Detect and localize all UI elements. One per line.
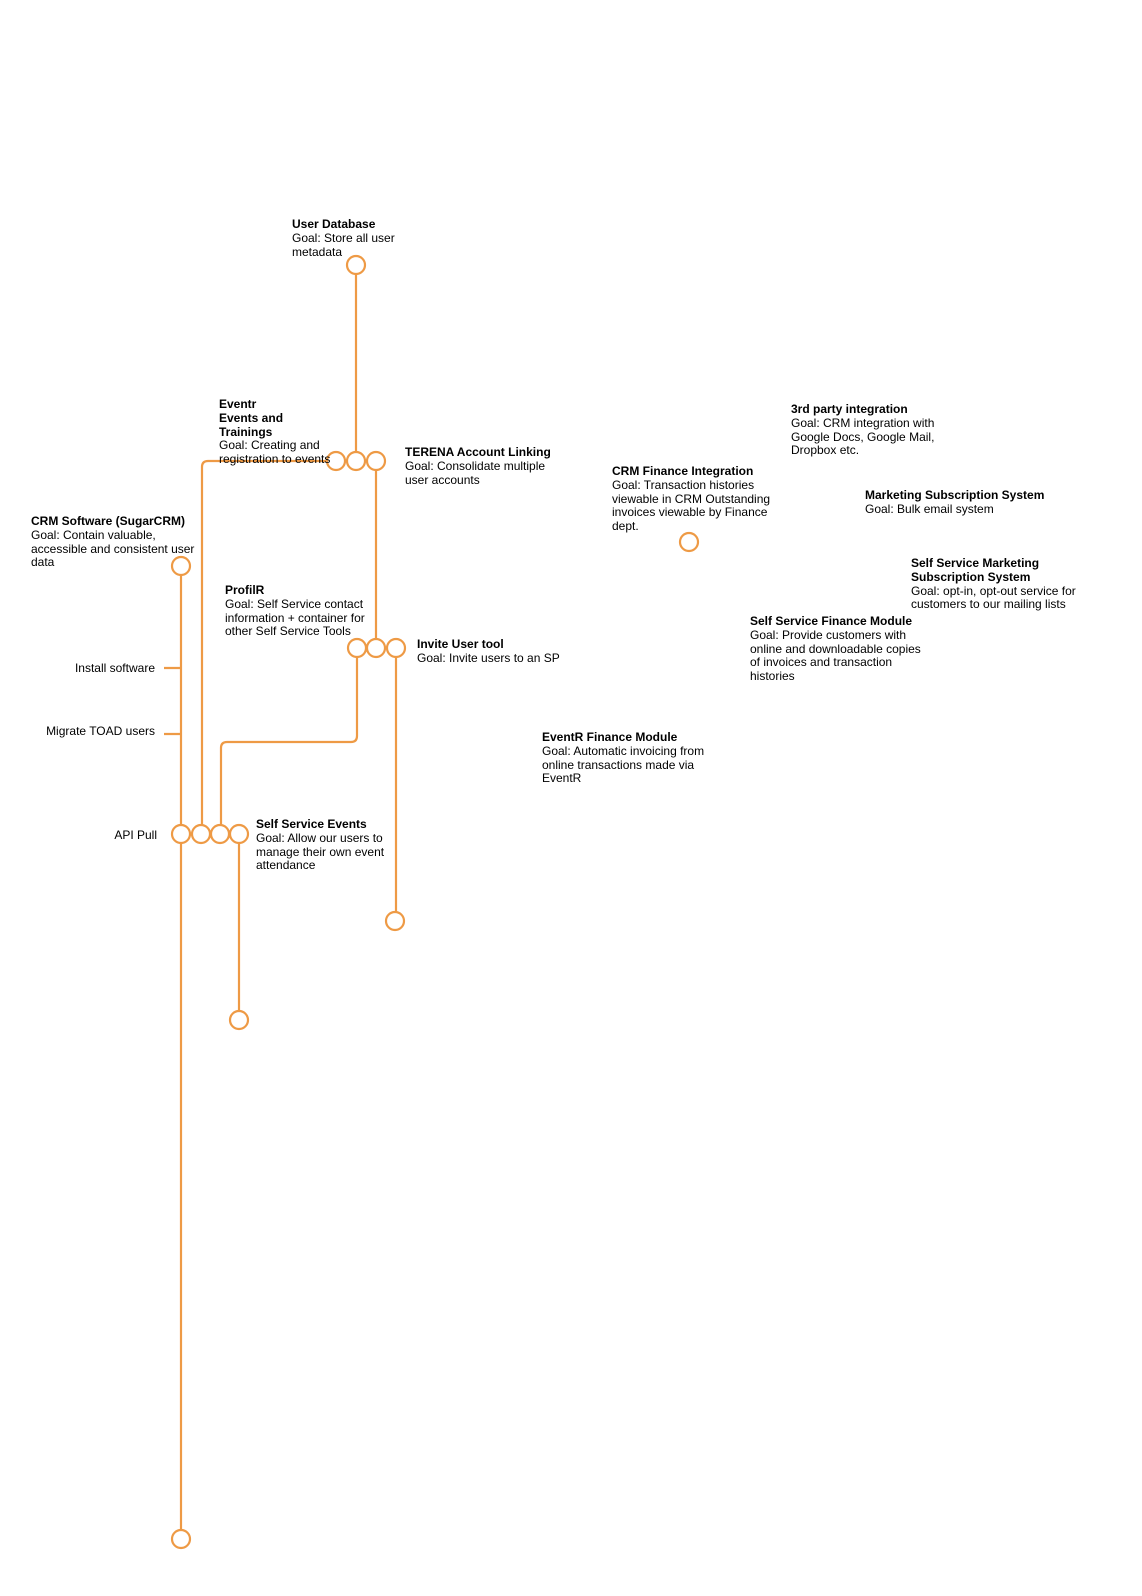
nodes [170,254,700,1550]
label-title: CRM Software (SugarCRM) [31,514,186,528]
label-crm-software: CRM Software (SugarCRM) Goal: Contain va… [31,514,201,570]
node-invite-user [385,637,407,659]
node-api-pull [170,823,192,845]
label-terena: TERENA Account Linking Goal: Consolidate… [405,445,555,487]
label-title: Self Service Marketing [911,556,1040,570]
label-goal: Goal: Store all user metadata [292,230,395,259]
label-goal: Goal: CRM integration with Google Docs, … [791,415,935,458]
node-profilr [346,637,368,659]
node-user-database [345,254,367,276]
node-terena-junction [365,637,387,659]
label-goal: Goal: Allow our users to manage their ow… [256,830,385,873]
node-crm-software-end [170,1528,192,1550]
node-terena [365,450,387,472]
milestone-migrate-toad: Migrate TOAD users [46,724,155,738]
label-invite-user: Invite User tool Goal: Invite users to a… [417,637,567,666]
label-self-service-finance: Self Service Finance Module Goal: Provid… [750,614,922,684]
label-third-party: 3rd party integration Goal: CRM integrat… [791,402,941,458]
label-title: Marketing Subscription System [865,488,1045,502]
node-invite-user-end [384,910,406,932]
node-crm-finance [678,531,700,553]
node-self-service-events-end [228,1009,250,1031]
label-goal: Goal: Bulk email system [865,501,994,516]
node-eventr [325,450,347,472]
label-profilr: ProfilR Goal: Self Service contact infor… [225,583,370,639]
label-user-database: User Database Goal: Store all user metad… [292,217,412,259]
label-crm-finance: CRM Finance Integration Goal: Transactio… [612,464,777,534]
label-title: Invite User tool [417,637,504,651]
label-title: User Database [292,217,376,231]
label-marketing-subscription: Marketing Subscription System Goal: Bulk… [865,488,1055,517]
node-eventr-junction [190,823,212,845]
milestone-api-pull: API Pull [114,828,157,842]
line-profilr [219,658,359,825]
label-self-service-events: Self Service Events Goal: Allow our user… [256,817,391,873]
label-title: EventR Finance Module [542,730,678,744]
label-eventr-finance: EventR Finance Module Goal: Automatic in… [542,730,710,786]
label-title-2: Events and Trainings [219,410,284,439]
label-title: 3rd party integration [791,402,908,416]
label-goal: Goal: Contain valuable, accessible and c… [31,527,195,570]
label-title: TERENA Account Linking [405,445,551,459]
node-user-database-junction [345,450,367,472]
node-crm-software [170,555,192,577]
label-goal: Goal: Automatic invoicing from online tr… [542,743,705,786]
label-goal: Goal: Provide customers with online and … [750,627,921,684]
label-title: ProfilR [225,583,265,597]
label-title: CRM Finance Integration [612,464,754,478]
label-title: Self Service Events [256,817,367,831]
milestone-install-software: Install software [74,661,155,675]
label-eventr: Eventr Events and Trainings Goal: Creati… [219,397,337,467]
node-profilr-junction [209,823,231,845]
label-goal: Goal: Invite users to an SP [417,650,560,665]
label-goal: Goal: Transaction histories viewable in … [612,477,771,534]
label-title: Eventr [219,397,257,411]
label-goal: Goal: opt-in, opt-out service for custom… [911,583,1076,612]
label-goal: Goal: Self Service contact information +… [225,596,365,639]
label-self-service-marketing: Self Service Marketing Subscription Syst… [911,556,1091,612]
node-self-service-events [228,823,250,845]
line-eventr [200,459,327,825]
connector-lines [164,275,398,1529]
label-title: Self Service Finance Module [750,614,913,628]
label-goal: Goal: Creating and registration to event… [219,438,331,467]
label-goal: Goal: Consolidate multiple user accounts [405,458,546,487]
label-title-2: Subscription System [911,569,1031,584]
